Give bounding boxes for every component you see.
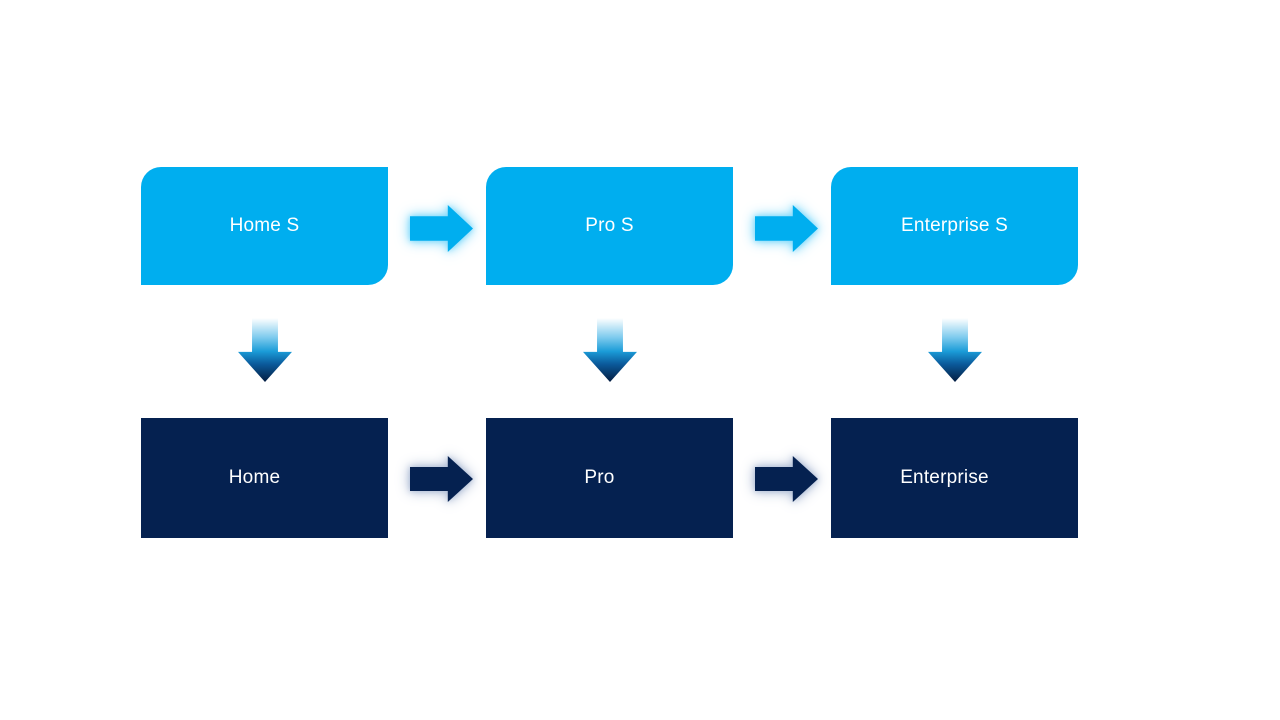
right-arrow-icon xyxy=(755,205,818,252)
home-box: Home xyxy=(141,418,388,538)
enterprise-label: Enterprise xyxy=(900,467,989,488)
enterprise-s-label: Enterprise S xyxy=(901,215,1008,236)
home-label: Home xyxy=(228,467,281,488)
right-arrow-icon xyxy=(410,456,473,502)
right-arrow-icon xyxy=(410,205,473,252)
right-arrow-icon xyxy=(755,456,818,502)
home-s-box: Home S xyxy=(141,167,388,285)
home-s-label: Home S xyxy=(229,215,300,236)
right-arrow-shape xyxy=(755,456,818,502)
enterprise-s-box: Enterprise S xyxy=(831,167,1078,285)
pro-s-label: Pro S xyxy=(585,215,634,236)
right-arrow-shape xyxy=(410,456,473,502)
pro-box: Pro xyxy=(486,418,733,538)
pro-label: Pro xyxy=(584,467,615,488)
pro-s-box: Pro S xyxy=(486,167,733,285)
down-arrow-shape xyxy=(238,318,292,382)
enterprise-box: Enterprise xyxy=(831,418,1078,538)
down-arrow-shape xyxy=(583,318,637,382)
right-arrow-shape xyxy=(410,205,473,252)
down-arrow-icon xyxy=(583,318,637,382)
right-arrow-shape xyxy=(755,205,818,252)
down-arrow-icon xyxy=(928,318,982,382)
down-arrow-shape xyxy=(928,318,982,382)
down-arrow-icon xyxy=(238,318,292,382)
